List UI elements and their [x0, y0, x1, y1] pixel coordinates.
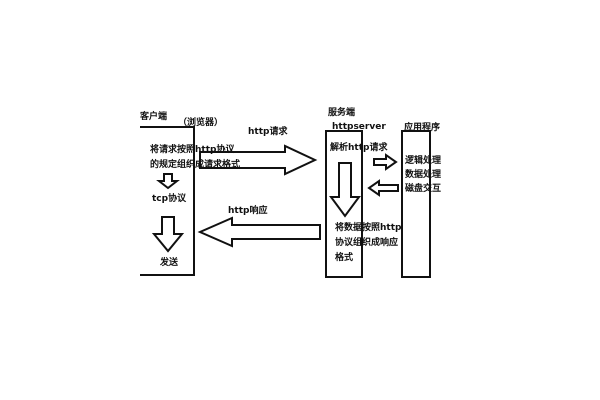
server-box — [325, 130, 363, 278]
client-step1-line1: 将请求按照http协议 — [150, 145, 235, 155]
app-item2: 数据处理 — [405, 170, 442, 180]
to-app-arrow — [373, 153, 398, 171]
server-down-arrow — [329, 162, 361, 218]
app-item3: 磁盘交互 — [405, 184, 442, 194]
from-app-arrow — [367, 179, 399, 197]
client-subtitle: （浏览器） — [178, 118, 224, 128]
client-down-arrow-2 — [151, 216, 185, 253]
client-box — [140, 126, 195, 276]
client-step1-line2: 的规定组织成请求格式 — [150, 160, 241, 170]
server-step2-line2: 协议组织成响应 — [335, 238, 399, 248]
client-title: 客户端 — [140, 112, 168, 122]
server-step2-line3: 格式 — [335, 253, 354, 263]
app-item1: 逻辑处理 — [405, 156, 442, 166]
request-arrow — [199, 144, 318, 176]
server-step1: 解析http请求 — [330, 143, 388, 153]
app-title: 应用程序 — [404, 123, 441, 133]
client-step3: 发送 — [160, 258, 179, 268]
client-down-arrow-1 — [156, 173, 180, 190]
request-label: http请求 — [248, 127, 288, 137]
app-box — [401, 130, 431, 278]
response-label: http响应 — [228, 206, 268, 216]
server-title: 服务端 — [328, 108, 356, 118]
response-arrow — [197, 216, 321, 248]
server-step2-line1: 将数据按照http — [335, 223, 402, 233]
client-step2: tcp协议 — [152, 194, 187, 204]
server-subtitle: httpserver — [332, 122, 386, 132]
